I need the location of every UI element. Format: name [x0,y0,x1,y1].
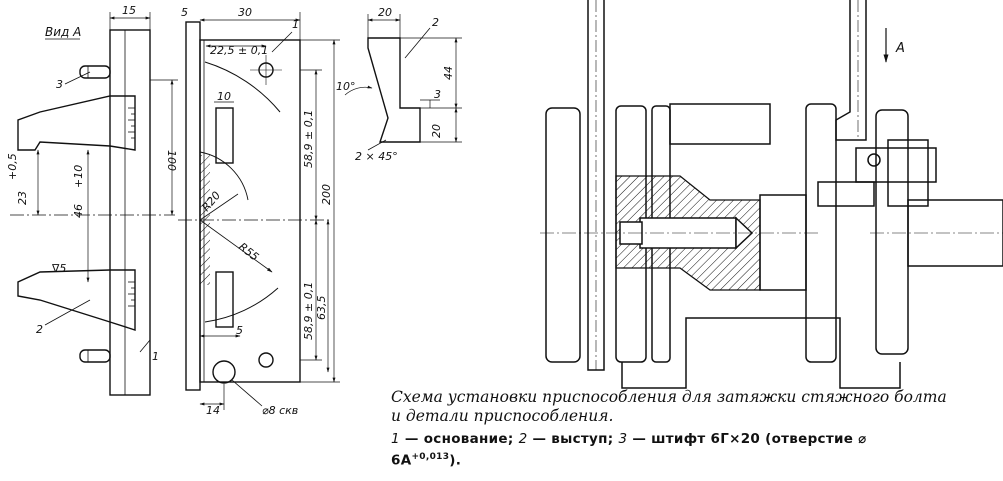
dim-23-tol: +0,5 [6,153,19,180]
detail2-angle: 10° [336,80,356,93]
caption-title-line1: Схема установки приспособления для затяж… [391,388,947,406]
dim-5-bottom: 5 [236,324,243,337]
detail2-dim-44: 44 [442,66,455,80]
dim-10: 10 [217,90,231,103]
caption: Схема установки приспособления для затяж… [391,388,1001,470]
callout-1-base: 1 [152,350,159,363]
legend-text-3: — штифт 6Г×20 (отверстие ⌀ [632,431,867,447]
caption-title: Схема установки приспособления для затяж… [391,388,1001,426]
detail2-dim-3: 3 [434,88,441,101]
dim-58-9-bot: 58,9 ± 0,1 [302,282,315,340]
callout-1-plate: 1 [292,18,299,31]
legend-end: ). [449,452,462,469]
callout-2-part: 2 [432,16,439,29]
dim-22-5: 22,5 ± 0,1 [210,44,268,57]
arrow-a-label: А [895,41,905,56]
dim-46-tol: +10 [72,165,85,188]
dim-14: 14 [206,404,220,417]
dim-30: 30 [238,6,252,19]
callout-3: 3 [56,78,63,91]
legend-num-1: 1 [391,431,400,447]
dim-100: 100 [165,150,178,171]
view-a-label: Вид А [45,25,81,39]
detail2-chamfer: 2 × 45° [355,150,398,163]
caption-title-line2: и детали приспособления. [391,407,614,425]
dim-46: 46 [72,204,85,218]
legend-num-3: 3 [618,431,628,447]
legend-num-2: 2 [518,431,528,447]
legend-line2: 6А [391,452,412,469]
caption-legend: 1 — основание; 2 — выступ; 3 — штифт 6Г×… [391,430,1001,470]
detail-2 [344,14,462,151]
dim-5-top: 5 [181,6,188,19]
dim-23: 23 [16,191,29,205]
dim-hole: ⌀8 скв [262,404,298,417]
legend-sup: +0,013 [411,452,450,462]
detail2-dim-20-top: 20 [378,6,392,19]
detail2-dim-20-side: 20 [430,124,443,138]
dim-r55: R55 [236,240,261,264]
dim-58-9-top: 58,9 ± 0,1 [302,110,315,168]
dim-63-5: 63,5 [315,296,328,321]
callout-2-side: 2 [36,323,43,336]
dim-200: 200 [320,184,333,205]
roughness-mark: ∇5 [51,262,66,275]
legend-text-1: — основание; [404,431,514,447]
dim-15: 15 [122,4,136,17]
view-a-side [10,12,178,396]
assembly-scheme [540,0,1003,389]
base-plate-front [178,12,340,410]
legend-text-2: — выступ; [532,431,614,447]
